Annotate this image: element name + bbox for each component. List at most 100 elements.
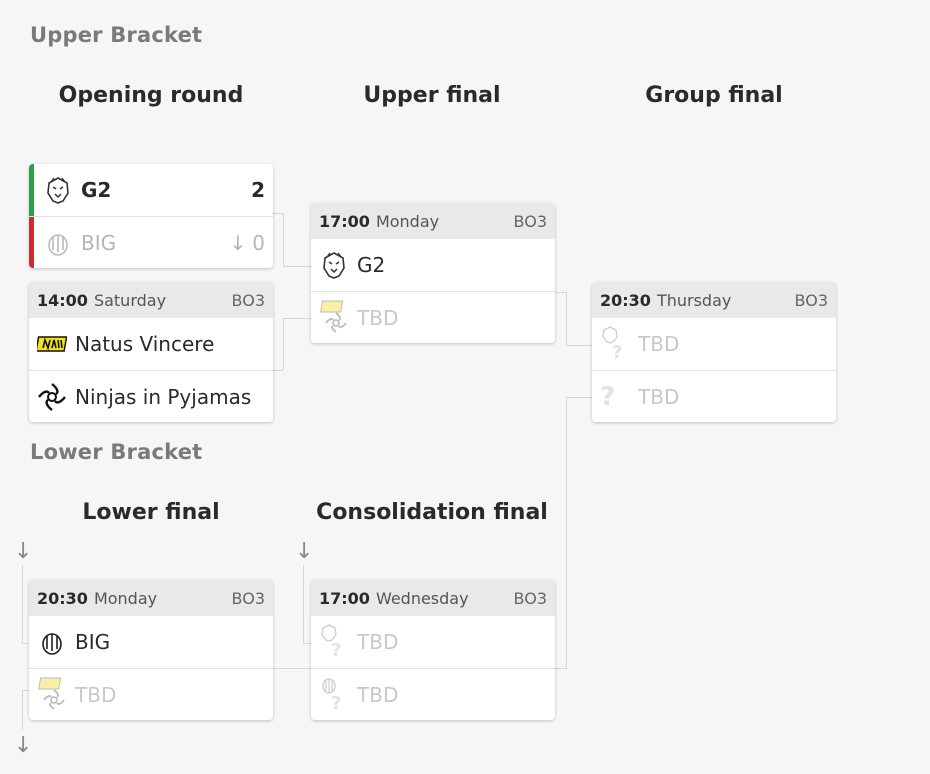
connector-line bbox=[303, 565, 304, 643]
connector-line bbox=[22, 643, 29, 644]
team-row-nip[interactable]: Ninjas in Pyjamas bbox=[29, 370, 273, 422]
connector-line bbox=[273, 668, 311, 669]
connector-line bbox=[273, 370, 283, 371]
match-card-group-final[interactable]: 20:30 Thursday BO3 ? TBD ? TBD bbox=[592, 282, 836, 422]
match-header: 14:00 Saturday BO3 bbox=[29, 282, 273, 318]
team-row-tbd[interactable]: ? TBD bbox=[592, 370, 836, 422]
navi-logo-icon bbox=[37, 329, 67, 359]
team-name: G2 bbox=[81, 178, 112, 202]
column-title-consolidation-final: Consolidation final bbox=[316, 500, 548, 525]
connector-line bbox=[283, 213, 284, 266]
team-name: TBD bbox=[357, 630, 399, 654]
match-day: Monday bbox=[93, 588, 158, 608]
team-row-big[interactable]: BIG ↓ 0 bbox=[29, 216, 273, 268]
connector-line bbox=[22, 690, 23, 730]
match-header: 20:30 Monday BO3 bbox=[29, 580, 273, 616]
team-row-tbd[interactable]: ? TBD bbox=[592, 318, 836, 370]
match-day: Thursday bbox=[656, 290, 732, 310]
connector-line bbox=[554, 668, 566, 669]
match-card-upper-final[interactable]: 17:00 Monday BO3 G2 TBD bbox=[311, 203, 555, 343]
svg-text:?: ? bbox=[331, 640, 341, 657]
big-logo-icon bbox=[43, 228, 73, 258]
match-format: BO3 bbox=[231, 290, 265, 310]
team-name: TBD bbox=[357, 305, 399, 330]
team-score: 0 bbox=[252, 230, 265, 255]
team-row-g2[interactable]: G2 bbox=[311, 239, 555, 291]
team-name: Natus Vincere bbox=[75, 332, 215, 356]
upper-bracket-title: Upper Bracket bbox=[30, 23, 203, 47]
match-format: BO3 bbox=[513, 211, 547, 231]
connector-line bbox=[554, 292, 566, 293]
connector-line bbox=[22, 565, 23, 643]
connector-line bbox=[273, 213, 283, 214]
match-format: BO3 bbox=[513, 588, 547, 608]
team-row-tbd[interactable]: ? TBD bbox=[311, 668, 555, 720]
drop-arrow-icon: ↓ bbox=[295, 539, 314, 564]
match-day: Saturday bbox=[93, 290, 167, 310]
match-card-lower-final[interactable]: 20:30 Monday BO3 BIG TBD bbox=[29, 580, 273, 720]
team-name: Ninjas in Pyjamas bbox=[75, 384, 252, 409]
match-card-opening-1[interactable]: G2 2 BIG ↓ 0 bbox=[29, 164, 273, 268]
team-name: BIG bbox=[81, 230, 117, 255]
connector-line bbox=[566, 397, 592, 398]
winner-indicator bbox=[29, 164, 34, 216]
team-score: 2 bbox=[251, 178, 265, 202]
connector-line bbox=[566, 345, 592, 346]
g2-placeholder-icon: ? bbox=[600, 326, 630, 359]
team-name: TBD bbox=[638, 384, 680, 409]
team-name: G2 bbox=[357, 253, 386, 277]
navi-nip-placeholder-icon bbox=[319, 300, 349, 333]
team-name: TBD bbox=[357, 682, 399, 707]
column-title-group-final: Group final bbox=[645, 83, 783, 108]
svg-text:?: ? bbox=[612, 342, 622, 359]
connector-line bbox=[283, 318, 311, 319]
g2-placeholder-icon: ? bbox=[319, 624, 349, 657]
match-time: 14:00 bbox=[37, 290, 88, 310]
team-row-tbd[interactable]: TBD bbox=[29, 668, 273, 720]
connector-line bbox=[566, 397, 567, 669]
column-title-upper-final: Upper final bbox=[363, 83, 501, 108]
match-time: 20:30 bbox=[37, 588, 88, 608]
loser-indicator bbox=[29, 217, 34, 268]
connector-line bbox=[303, 643, 311, 644]
match-header: 17:00 Monday BO3 bbox=[311, 203, 555, 239]
team-row-tbd[interactable]: ? TBD bbox=[311, 616, 555, 668]
g2-logo-icon bbox=[43, 175, 73, 205]
match-time: 17:00 bbox=[319, 588, 370, 608]
lower-bracket-title: Lower Bracket bbox=[30, 440, 203, 464]
match-header: 17:00 Wednesday BO3 bbox=[311, 580, 555, 616]
drop-arrow-icon: ↓ bbox=[14, 733, 33, 758]
connector-line bbox=[283, 266, 311, 267]
match-card-consolidation-final[interactable]: 17:00 Wednesday BO3 ? TBD ? TBD bbox=[311, 580, 555, 720]
match-time: 17:00 bbox=[319, 211, 370, 231]
match-format: BO3 bbox=[794, 290, 828, 310]
team-name: TBD bbox=[75, 682, 117, 707]
team-row-big[interactable]: BIG bbox=[29, 616, 273, 668]
drop-arrow-icon: ↓ bbox=[14, 539, 33, 564]
team-row-g2[interactable]: G2 2 bbox=[29, 164, 273, 216]
big-placeholder-icon: ? bbox=[319, 677, 349, 710]
column-title-lower-final: Lower final bbox=[82, 500, 220, 525]
big-logo-icon bbox=[37, 627, 67, 657]
team-row-navi[interactable]: Natus Vincere bbox=[29, 318, 273, 370]
navi-nip-placeholder-icon bbox=[37, 677, 67, 710]
connector-line bbox=[22, 690, 29, 691]
team-row-tbd[interactable]: TBD bbox=[311, 291, 555, 343]
match-day: Monday bbox=[375, 211, 440, 231]
match-format: BO3 bbox=[231, 588, 265, 608]
nip-logo-icon bbox=[37, 382, 67, 412]
team-name: TBD bbox=[638, 332, 680, 356]
g2-logo-icon bbox=[319, 250, 349, 280]
match-time: 20:30 bbox=[600, 290, 651, 310]
team-name: BIG bbox=[75, 630, 111, 654]
loss-arrow-icon: ↓ bbox=[229, 230, 247, 255]
match-day: Wednesday bbox=[375, 588, 469, 608]
connector-line bbox=[566, 292, 567, 345]
match-header: 20:30 Thursday BO3 bbox=[592, 282, 836, 318]
question-mark-icon: ? bbox=[600, 381, 616, 412]
unknown-team-icon: ? bbox=[600, 382, 630, 412]
match-card-opening-2[interactable]: 14:00 Saturday BO3 Natus Vincere Ninjas … bbox=[29, 282, 273, 422]
svg-text:?: ? bbox=[331, 693, 341, 710]
connector-line bbox=[283, 318, 284, 370]
column-title-opening-round: Opening round bbox=[58, 83, 244, 108]
